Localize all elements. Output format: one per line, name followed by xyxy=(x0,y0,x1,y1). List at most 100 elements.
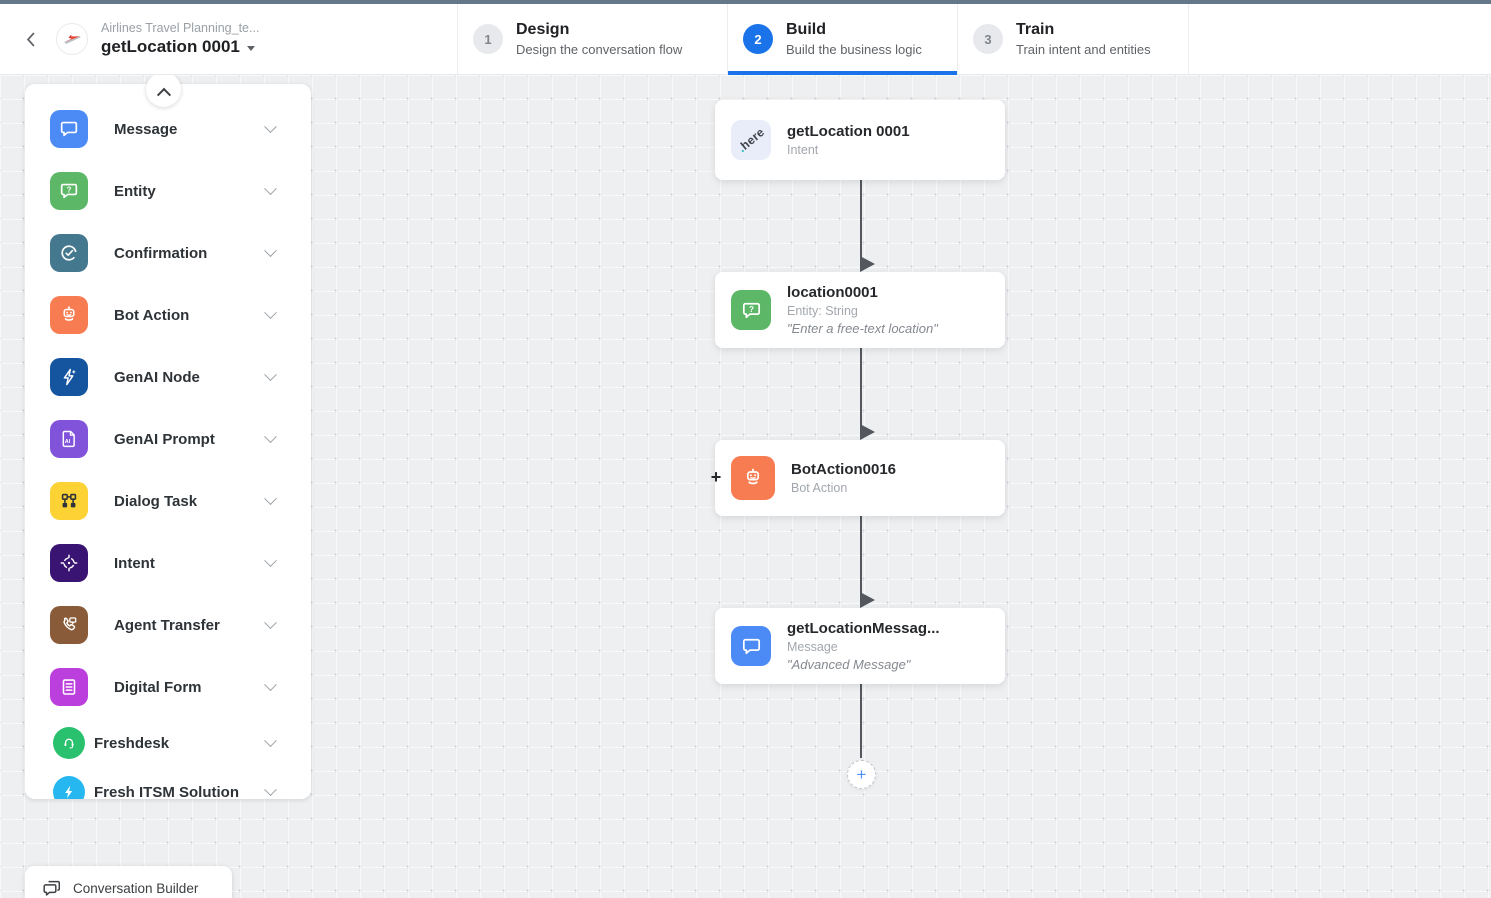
here-logo-icon: .here xyxy=(731,120,771,160)
chat-bubbles-icon xyxy=(43,880,60,896)
node-entity-location0001[interactable]: ? location0001 Entity: String "Enter a f… xyxy=(715,272,1005,348)
step-number-badge: 1 xyxy=(473,24,503,54)
chevron-down-icon[interactable] xyxy=(264,733,277,747)
palette-item-label: Confirmation xyxy=(114,244,208,262)
palette-item-label: Digital Form xyxy=(114,678,202,696)
chevron-down-icon xyxy=(246,45,255,51)
message-icon xyxy=(731,626,771,666)
tab-title: Build xyxy=(786,21,826,39)
node-subtitle: Intent xyxy=(787,142,819,157)
palette-item-label: Freshdesk xyxy=(94,734,170,752)
palette-item-entity[interactable]: ? Entity xyxy=(25,160,311,222)
chevron-down-icon[interactable] xyxy=(264,677,277,691)
tab-title: Design xyxy=(516,21,570,39)
node-bot-action-0016[interactable]: BotAction0016 Bot Action xyxy=(715,440,1005,516)
palette-item-confirmation[interactable]: Confirmation xyxy=(25,222,311,284)
palette-item-freshdesk[interactable]: Freshdesk xyxy=(25,718,311,768)
tab-build[interactable]: 2 Build Build the business logic xyxy=(727,4,957,75)
node-subtitle: Message xyxy=(787,639,838,654)
bot-action-icon xyxy=(50,296,88,334)
intent-icon xyxy=(50,544,88,582)
chevron-down-icon[interactable] xyxy=(264,243,277,257)
chevron-left-icon xyxy=(26,32,34,46)
genai-node-icon xyxy=(50,358,88,396)
chevron-down-icon[interactable] xyxy=(264,367,277,381)
airline-logo xyxy=(56,23,88,55)
dialog-task-icon xyxy=(50,482,88,520)
palette-item-genai-node[interactable]: GenAI Node xyxy=(25,346,311,408)
palette-item-label: Agent Transfer xyxy=(114,616,220,634)
tab-design[interactable]: 1 Design Design the conversation flow xyxy=(457,4,727,74)
chevron-down-icon[interactable] xyxy=(264,782,277,796)
entity-icon: ? xyxy=(50,172,88,210)
svg-text:AI: AI xyxy=(65,439,71,445)
node-prompt-text: "Enter a free-text location" xyxy=(787,321,938,337)
conversation-builder-button[interactable]: Conversation Builder xyxy=(25,866,232,898)
tab-subtitle: Build the business logic xyxy=(786,42,922,58)
palette-item-agent-transfer[interactable]: Agent Transfer xyxy=(25,594,311,656)
node-prompt-text: "Advanced Message" xyxy=(787,657,911,673)
node-title: getLocationMessag... xyxy=(787,619,940,637)
palette-item-intent[interactable]: Intent xyxy=(25,532,311,594)
palette-item-label: Intent xyxy=(114,554,155,572)
palette-item-label: Bot Action xyxy=(114,306,190,324)
palette-item-label: Dialog Task xyxy=(114,492,198,510)
tab-subtitle: Train intent and entities xyxy=(1016,42,1151,58)
header: Airlines Travel Planning_te... getLocati… xyxy=(0,4,1491,75)
header-left: Airlines Travel Planning_te... getLocati… xyxy=(0,4,457,74)
palette-item-label: Entity xyxy=(114,182,156,200)
flow-canvas[interactable]: Message ? Entity Confirmation xyxy=(0,75,1491,898)
top-strip xyxy=(0,0,1491,4)
palette-item-label: GenAI Prompt xyxy=(114,430,215,448)
palette-item-bot-action[interactable]: Bot Action xyxy=(25,284,311,346)
confirmation-icon xyxy=(50,234,88,272)
task-name-dropdown[interactable]: getLocation 0001 xyxy=(101,36,259,57)
back-button[interactable] xyxy=(18,27,42,51)
agent-transfer-icon xyxy=(50,606,88,644)
palette-item-label: GenAI Node xyxy=(114,368,200,386)
tab-title: Train xyxy=(1016,21,1055,39)
node-title: location0001 xyxy=(787,283,878,301)
add-node-button[interactable]: + xyxy=(847,760,876,789)
airplane-icon xyxy=(64,35,81,45)
palette-item-digital-form[interactable]: Digital Form xyxy=(25,656,311,718)
chevron-down-icon[interactable] xyxy=(264,429,277,443)
chevron-down-icon[interactable] xyxy=(264,181,277,195)
conversation-builder-label: Conversation Builder xyxy=(73,880,199,896)
freshdesk-icon xyxy=(53,727,85,759)
genai-prompt-icon: AI xyxy=(50,420,88,458)
chevron-down-icon[interactable] xyxy=(264,615,277,629)
node-intent-getlocation[interactable]: .here getLocation 0001 Intent xyxy=(715,100,1005,180)
header-titles: Airlines Travel Planning_te... getLocati… xyxy=(101,21,259,58)
add-branch-button[interactable]: + xyxy=(710,466,722,487)
digital-form-icon xyxy=(50,668,88,706)
tab-subtitle: Design the conversation flow xyxy=(516,42,683,58)
fresh-itsm-icon xyxy=(53,776,85,799)
header-spacer xyxy=(1188,4,1491,74)
palette-item-dialog-task[interactable]: Dialog Task xyxy=(25,470,311,532)
node-subtitle: Entity: String xyxy=(787,303,858,318)
entity-icon: ? xyxy=(731,290,771,330)
palette-item-genai-prompt[interactable]: AI GenAI Prompt xyxy=(25,408,311,470)
chevron-down-icon[interactable] xyxy=(264,305,277,319)
project-name: Airlines Travel Planning_te... xyxy=(101,20,260,35)
node-message-getlocationmessage[interactable]: getLocationMessag... Message "Advanced M… xyxy=(715,608,1005,684)
chevron-down-icon[interactable] xyxy=(264,491,277,505)
bot-action-icon xyxy=(731,456,775,500)
step-number-badge: 3 xyxy=(973,24,1003,54)
message-icon xyxy=(50,110,88,148)
svg-text:?: ? xyxy=(749,305,754,314)
palette-item-fresh-itsm[interactable]: Fresh ITSM Solution xyxy=(25,768,311,799)
chevron-up-icon xyxy=(156,87,171,102)
palette-item-message[interactable]: Message xyxy=(25,98,311,160)
node-palette: Message ? Entity Confirmation xyxy=(25,84,311,799)
chevron-down-icon[interactable] xyxy=(264,119,277,133)
palette-collapse-button[interactable] xyxy=(146,75,181,107)
tab-train[interactable]: 3 Train Train intent and entities xyxy=(957,4,1188,74)
palette-item-label: Message xyxy=(114,120,178,138)
node-title: BotAction0016 xyxy=(791,460,897,478)
svg-text:?: ? xyxy=(67,185,72,194)
chevron-down-icon[interactable] xyxy=(264,553,277,567)
task-name: getLocation 0001 xyxy=(101,37,240,57)
